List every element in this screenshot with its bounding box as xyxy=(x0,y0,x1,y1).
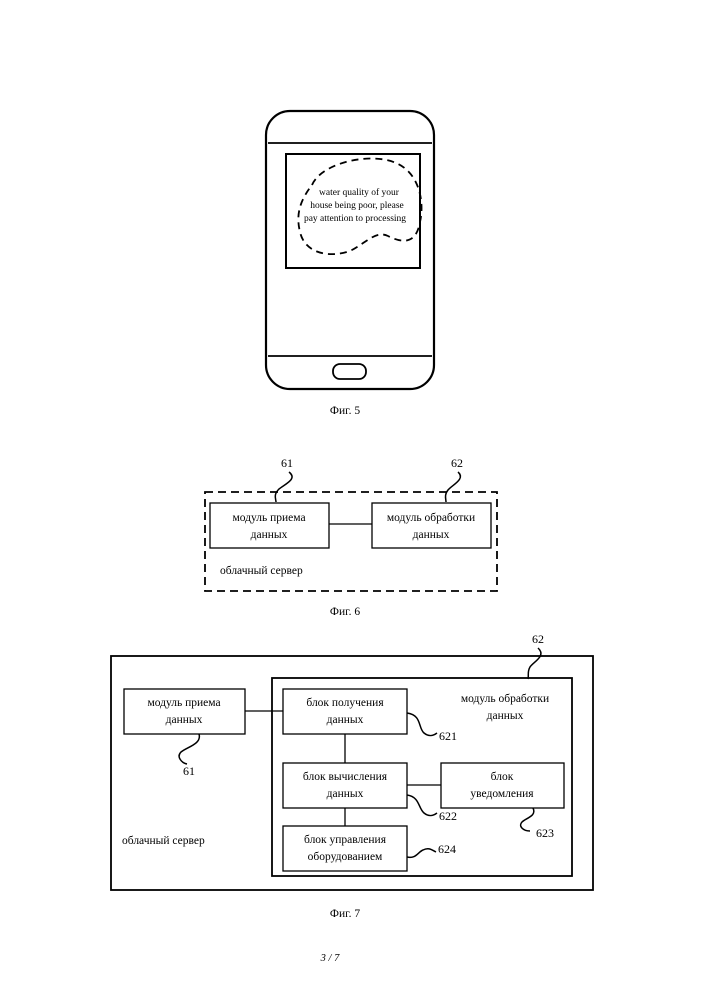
fig6-caption: Фиг. 6 xyxy=(330,606,360,618)
bubble-text-line-3: pay attention to processing xyxy=(304,214,406,224)
fig7-leader-61 xyxy=(179,734,199,764)
fig6-cloud-server-label: облачный сервер xyxy=(220,565,303,577)
fig6-ref-62: 62 xyxy=(451,456,463,470)
fig6-processing-module-box xyxy=(372,503,491,548)
fig7-compute-unit-line1: блок вычисления xyxy=(303,771,388,783)
fig7-leader-62 xyxy=(528,648,541,679)
fig7-ref-623: 623 xyxy=(536,826,554,840)
fig7-processing-module-line2: данных xyxy=(487,710,524,722)
phone-screen-display xyxy=(286,154,420,268)
fig7-leader-621 xyxy=(407,713,437,736)
fig6-receive-module-line1: модуль приема xyxy=(232,512,305,524)
fig7-caption: Фиг. 7 xyxy=(330,908,360,920)
fig7-acquire-unit-box xyxy=(283,689,407,734)
fig7-ref-622: 622 xyxy=(439,809,457,823)
fig7-leader-624 xyxy=(407,849,436,858)
fig6-processing-module-line1: модуль обработки xyxy=(387,512,475,524)
fig6-ref-61: 61 xyxy=(281,456,293,470)
fig7-receive-module-line2: данных xyxy=(166,714,203,726)
fig6-leader-61 xyxy=(275,472,292,502)
fig7-compute-unit-box xyxy=(283,763,407,808)
fig7-notify-unit-line2: уведомления xyxy=(470,788,534,800)
fig7-processing-module-line1: модуль обработки xyxy=(461,693,549,705)
fig6-processing-module-line2: данных xyxy=(413,529,450,541)
fig6-receive-module-line2: данных xyxy=(251,529,288,541)
fig7-cloud-server-label: облачный сервер xyxy=(122,835,205,847)
bubble-text-line-2: house being poor, please xyxy=(310,201,404,211)
fig7-ref-61: 61 xyxy=(183,764,195,778)
fig7-diagram: 62 модуль обработки данных модуль приема… xyxy=(111,632,593,890)
fig7-notify-unit-box xyxy=(441,763,564,808)
home-button-icon xyxy=(333,364,366,379)
fig7-control-unit-line2: оборудованием xyxy=(308,851,383,863)
fig7-acquire-unit-line2: данных xyxy=(327,714,364,726)
fig7-leader-623 xyxy=(521,808,534,831)
fig7-ref-62: 62 xyxy=(532,632,544,646)
fig7-ref-621: 621 xyxy=(439,729,457,743)
fig7-compute-unit-line2: данных xyxy=(327,788,364,800)
bubble-text-line-1: water quality of your xyxy=(319,187,400,198)
fig6-diagram: 61 62 модуль приема данных модуль обрабо… xyxy=(205,456,497,591)
fig6-leader-62 xyxy=(446,472,461,502)
fig7-notify-unit-line1: блок xyxy=(491,771,514,783)
phone-body xyxy=(266,111,434,389)
fig7-control-unit-box xyxy=(283,826,407,871)
fig5-smartphone: water quality of your house being poor, … xyxy=(266,111,434,389)
fig7-acquire-unit-line1: блок получения xyxy=(306,697,384,709)
fig5-caption: Фиг. 5 xyxy=(330,405,360,417)
fig6-receive-module-box xyxy=(210,503,329,548)
fig7-receive-module-box xyxy=(124,689,245,734)
fig7-ref-624: 624 xyxy=(438,842,456,856)
fig7-receive-module-line1: модуль приема xyxy=(147,697,220,709)
page-number: 3 / 7 xyxy=(320,953,340,964)
fig7-leader-622 xyxy=(407,795,437,816)
fig7-control-unit-line1: блок управления xyxy=(304,834,387,846)
